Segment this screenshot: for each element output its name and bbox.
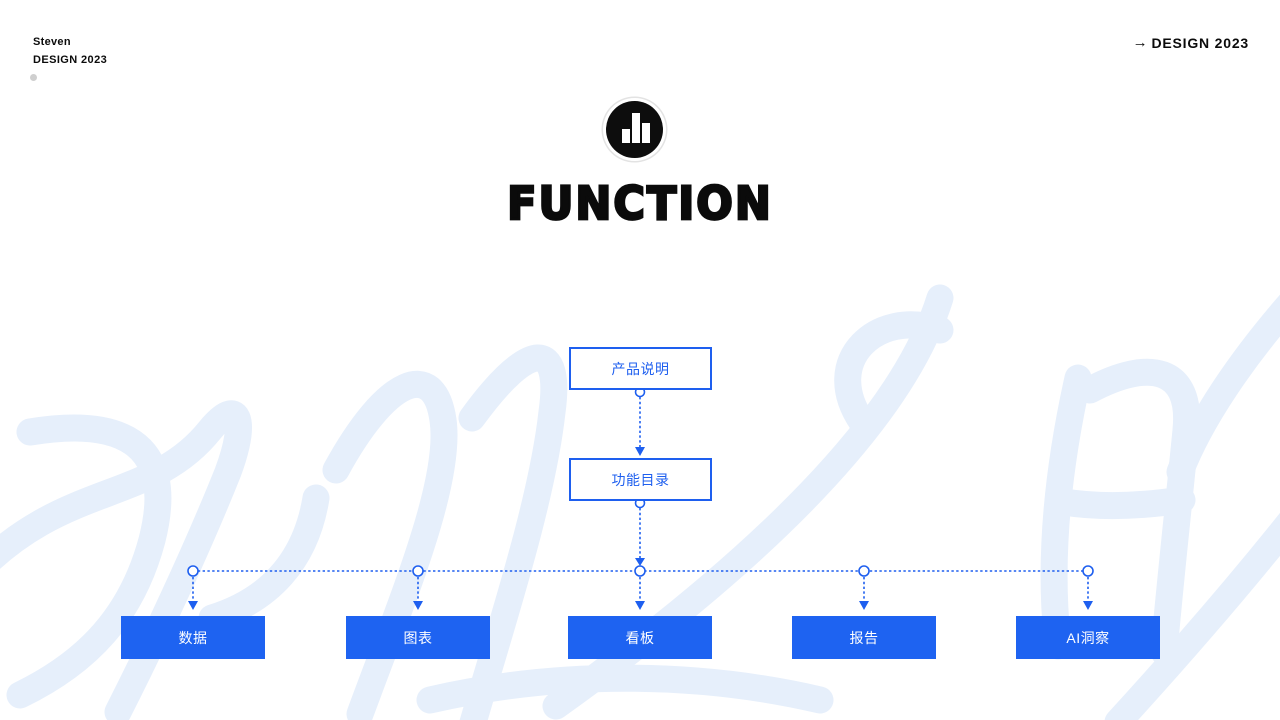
page-title: FUNCTION: [506, 176, 773, 232]
flow-node-report: 报告: [792, 616, 936, 659]
header-right-label: DESIGN 2023: [1151, 34, 1249, 51]
flow-node-function-directory: 功能目录: [569, 458, 712, 501]
author-name: Steven: [33, 36, 71, 48]
right-arrow-icon: →: [1132, 34, 1149, 51]
brand-label: DESIGN 2023: [33, 54, 108, 66]
bar-chart-icon: [622, 113, 650, 143]
logo-badge: [606, 101, 663, 158]
gray-dot: [30, 74, 37, 81]
flow-node-label: 产品说明: [611, 360, 670, 377]
flow-node-ai-insight: AI洞察: [1016, 616, 1160, 659]
flow-node-data: 数据: [121, 616, 265, 659]
flow-node-kanban: 看板: [568, 616, 712, 659]
flow-node-label: 图表: [403, 629, 433, 646]
header-right: → DESIGN 2023: [1133, 34, 1249, 51]
flow-node-label: 功能目录: [611, 471, 670, 488]
flow-node-label: AI洞察: [1066, 629, 1110, 646]
flow-node-label: 看板: [625, 629, 655, 646]
flow-node-label: 报告: [849, 629, 879, 646]
flow-node-label: 数据: [178, 629, 208, 646]
flow-node-product-description: 产品说明: [569, 347, 712, 390]
flow-node-chart: 图表: [346, 616, 490, 659]
